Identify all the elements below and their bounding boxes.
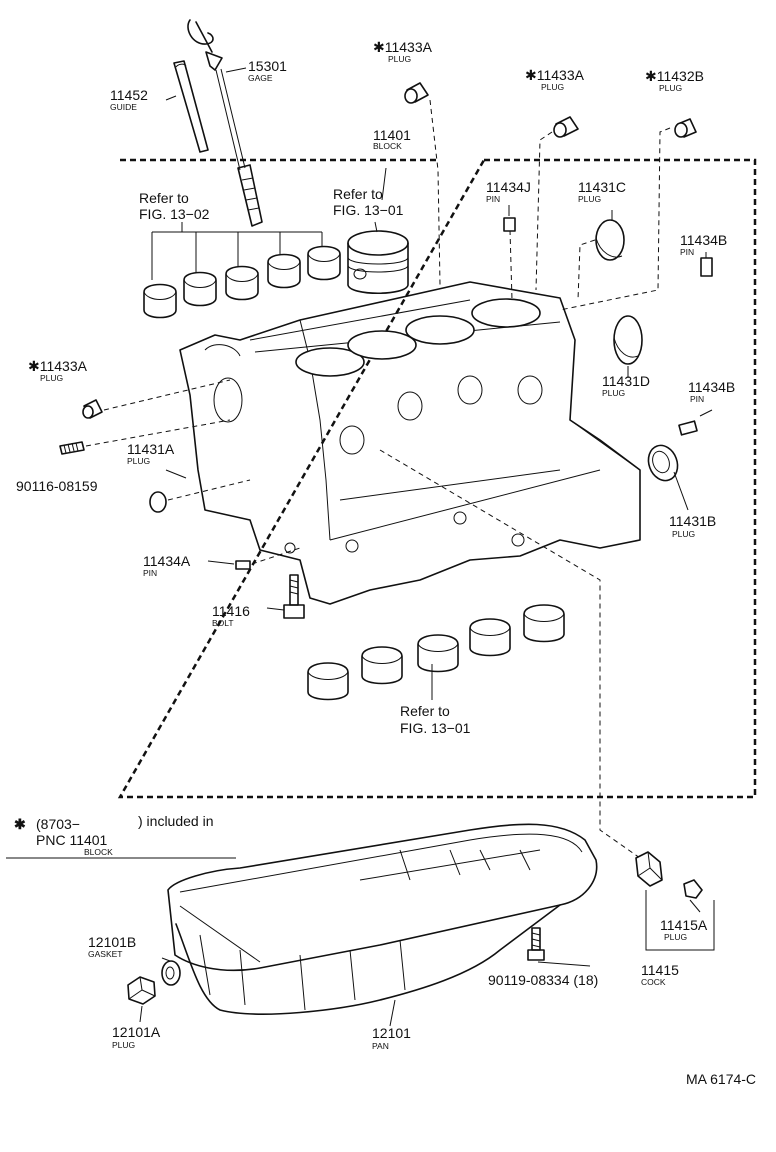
- label-11431D-name: PLUG: [602, 388, 625, 398]
- pin-11434A[interactable]: [235, 560, 251, 570]
- label-11452-name: GUIDE: [110, 102, 137, 112]
- refer-fig-13-01-bottom-line1: Refer to: [400, 703, 450, 719]
- pin-11434J[interactable]: [503, 217, 516, 232]
- refer-fig-13-01-top-line2: FIG. 13−01: [333, 202, 404, 218]
- label-12101A: 12101A: [112, 1024, 161, 1040]
- block-assembly-frame: [117, 158, 757, 799]
- label-11431C: 11431C: [578, 179, 626, 195]
- note-symbol: ✱: [14, 816, 26, 832]
- refer-fig-13-01-top-line1: Refer to: [333, 186, 383, 202]
- label-11431C-name: PLUG: [578, 194, 601, 204]
- label-11415A-name: PLUG: [664, 932, 687, 942]
- label-11401-name: BLOCK: [373, 141, 402, 151]
- pin-11434B-top[interactable]: [700, 257, 713, 277]
- label-11432B: ✱11432B: [645, 68, 704, 84]
- label-12101B: 12101B: [88, 934, 136, 950]
- label-12101: 12101: [372, 1025, 411, 1041]
- oil-level-gauge[interactable]: [187, 19, 263, 227]
- label-11433A-top: ✱11433A: [373, 39, 433, 55]
- label-11434J-name: PIN: [486, 194, 500, 204]
- label-11433A-left: ✱11433A: [28, 358, 88, 374]
- refer-fig-13-02-line2: FIG. 13−02: [139, 206, 210, 222]
- label-11433A-mid-name: PLUG: [541, 82, 564, 92]
- note-text: ) included in: [138, 813, 214, 829]
- stud-bolt-90119[interactable]: [527, 927, 545, 961]
- label-12101A-name: PLUG: [112, 1040, 135, 1050]
- label-11431D: 11431D: [602, 373, 650, 389]
- plug-11433A-mid[interactable]: [553, 116, 579, 138]
- label-11416: 11416: [212, 603, 250, 619]
- label-11401: 11401: [373, 127, 411, 143]
- label-11434A: 11434A: [143, 553, 191, 569]
- label-11434B-mid-name: PIN: [690, 394, 704, 404]
- note-range: (8703−: [36, 816, 80, 832]
- plug-11431A[interactable]: [149, 491, 167, 513]
- plug-11431C[interactable]: [595, 219, 625, 261]
- label-11431A-name: PLUG: [127, 456, 150, 466]
- piston[interactable]: [347, 230, 409, 294]
- label-11415-name: COCK: [641, 977, 666, 987]
- plug-11433A-top[interactable]: [404, 82, 429, 104]
- drain-cock-plug-11415A[interactable]: [683, 879, 703, 899]
- stud-bolt-90116[interactable]: [59, 441, 85, 455]
- label-11432B-name: PLUG: [659, 83, 682, 93]
- label-11416-name: BOLT: [212, 618, 234, 628]
- refer-fig-13-02-line1: Refer to: [139, 190, 189, 206]
- label-11434A-name: PIN: [143, 568, 157, 578]
- label-11434B-top: 11434B: [680, 232, 727, 248]
- label-11415A: 11415A: [660, 917, 708, 933]
- oil-level-gauge-guide[interactable]: [173, 60, 209, 153]
- label-11431B: 11431B: [669, 513, 716, 529]
- label-11415: 11415: [641, 962, 679, 978]
- cylinder-block[interactable]: [179, 281, 641, 605]
- label-12101B-name: GASKET: [88, 949, 122, 959]
- label-15301: 15301: [248, 58, 287, 74]
- label-90116: 90116-08159: [16, 478, 98, 494]
- pin-11434B-mid[interactable]: [678, 420, 698, 436]
- label-11434J: 11434J: [486, 179, 531, 195]
- note-pnc: PNC 11401: [36, 832, 108, 848]
- label-12101-name: PAN: [372, 1041, 389, 1051]
- plug-11431D[interactable]: [613, 315, 643, 365]
- label-15301-name: GAGE: [248, 73, 273, 83]
- label-90119: 90119-08334 (18): [488, 972, 598, 988]
- label-11433A-top-name: PLUG: [388, 54, 411, 64]
- label-11434B-top-name: PIN: [680, 247, 694, 257]
- label-11431B-name: PLUG: [672, 529, 695, 539]
- crankshaft-bearings-lower[interactable]: [307, 604, 565, 701]
- label-11431A: 11431A: [127, 441, 175, 457]
- drain-cock-11415[interactable]: [635, 851, 663, 887]
- diagram-code: MA 6174-C: [686, 1071, 756, 1087]
- crankshaft-bearings-upper[interactable]: [143, 245, 341, 319]
- plug-11431B[interactable]: [644, 441, 683, 484]
- label-11433A-left-name: PLUG: [40, 373, 63, 383]
- oil-pan[interactable]: [167, 823, 598, 1015]
- drain-plug-12101A[interactable]: [127, 976, 156, 1005]
- gasket-12101B[interactable]: [161, 960, 181, 986]
- refer-fig-13-01-bottom-line2: FIG. 13−01: [400, 720, 471, 736]
- bolt-11416[interactable]: [283, 574, 305, 619]
- note-pnc-name: BLOCK: [84, 847, 113, 857]
- plug-11433A-left[interactable]: [82, 399, 103, 419]
- plug-11432B[interactable]: [674, 118, 697, 138]
- label-11433A-mid: ✱11433A: [525, 67, 585, 83]
- label-11452: 11452: [110, 87, 148, 103]
- label-11434B-mid: 11434B: [688, 379, 735, 395]
